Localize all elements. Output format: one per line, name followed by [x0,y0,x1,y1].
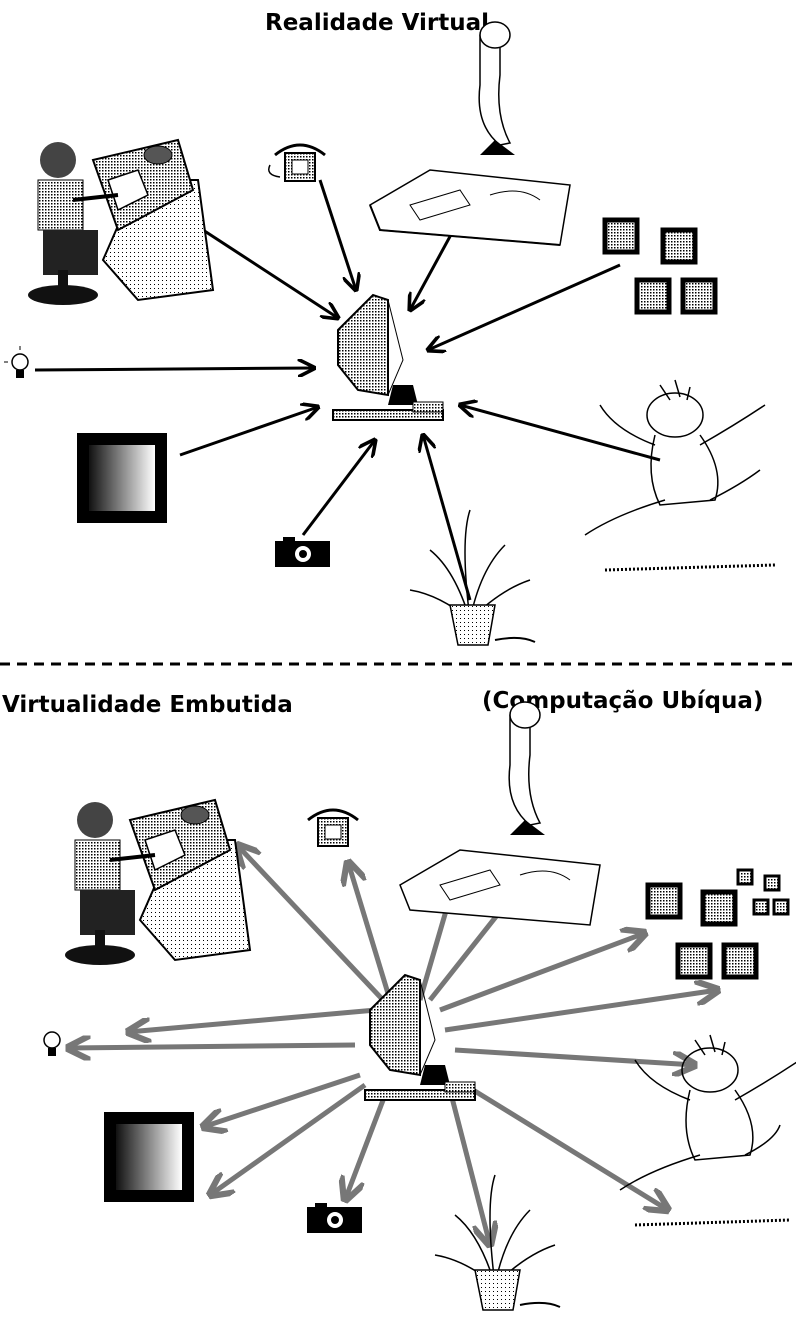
bottom-section-title: Virtualidade Embutida [2,692,293,718]
computer-icon-bottom [364,973,476,1101]
arrow-computer-to-box-lower [210,1082,367,1195]
lightbulb-icon [4,346,29,378]
arrow-box-to-computer [179,407,318,457]
arrow-computer-to-squares-lower [444,990,718,1033]
gradient-box-icon-bottom [104,1112,194,1202]
arrow-computer-to-plant [447,1089,490,1245]
arrow-computer-to-telephone [237,845,385,1002]
lightbulb-icon-bottom [43,1031,61,1056]
arrow-telephone-to-computer [318,179,356,290]
arrow-computer-to-squares [439,933,645,1013]
arrow-computer-to-box [203,1072,361,1127]
arrow-computer-to-lightbulb [68,1045,356,1048]
arrow-squares-to-computer [428,263,621,350]
arrow-dancer-to-computer [460,405,661,462]
camera-icon-bottom [307,1203,362,1233]
arrow-computer-to-dancer [454,1047,695,1065]
bottom-arrows [68,845,718,1245]
gradient-box-icon [77,433,167,523]
desk-person-icon [369,21,571,246]
arrow-computer-to-drafting [128,1007,377,1032]
drafting-table-person-icon-bottom [65,798,252,965]
arrow-computer-to-desk-left [348,862,393,1001]
camera-icon [275,537,330,567]
arrow-computer-to-camera [345,1094,388,1200]
plant-icon [409,509,536,646]
telephone-icon [268,143,326,182]
drafting-table-person-icon [28,138,215,305]
squares-icon [602,217,718,315]
top-section-title: Realidade Virtual [265,10,489,36]
telephone-icon-bottom [307,808,359,847]
arrow-computer-to-dancer-lower [463,1082,668,1210]
arrow-camera-to-computer [301,440,375,536]
arrow-plant-to-computer [423,435,472,601]
desk-person-icon-bottom [399,701,601,926]
plant-icon-bottom [434,1174,561,1311]
dancing-person-icon [584,379,776,572]
computer-icon-top [332,293,444,421]
squares-icon-bottom [645,868,790,980]
arrow-lightbulb-to-computer [34,368,314,370]
dancing-person-icon-bottom [619,1034,796,1227]
arrow-drafting-to-computer [179,213,338,318]
